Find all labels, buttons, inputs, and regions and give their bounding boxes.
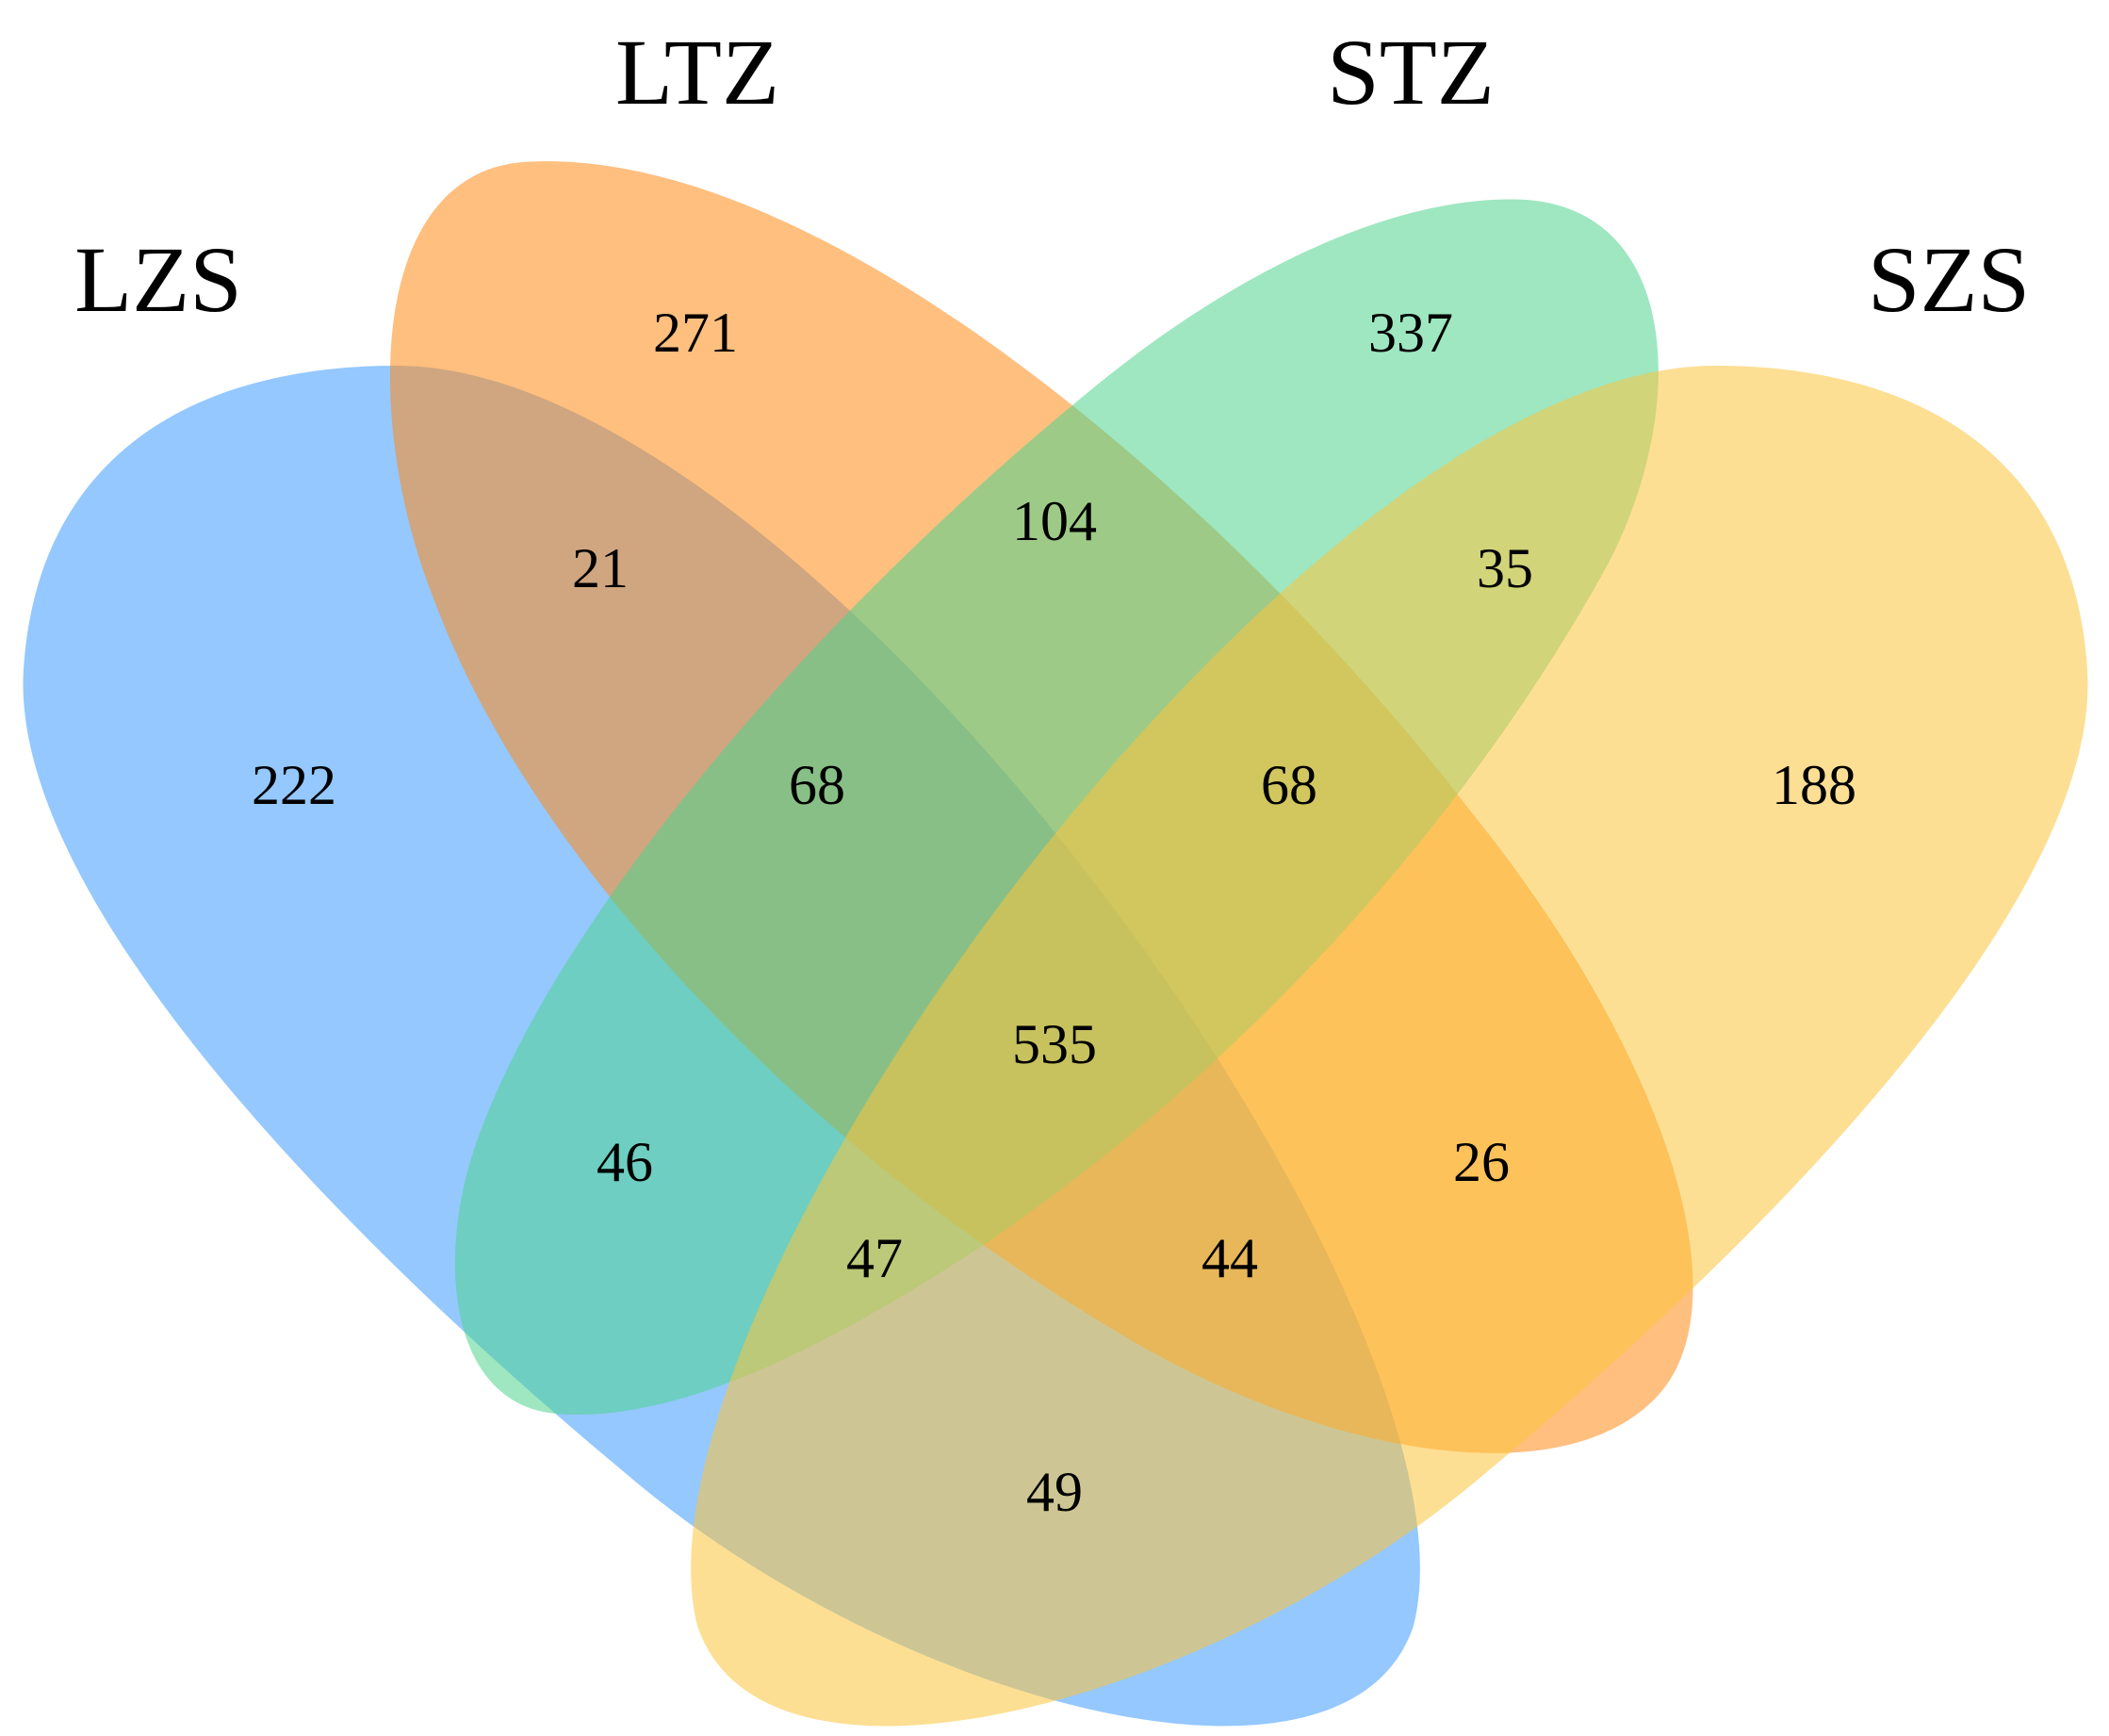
count-ltz-stz-szs: 68: [1261, 754, 1317, 816]
count-lzs-ltz-stz: 68: [789, 754, 845, 816]
count-ltz-szs: 26: [1453, 1131, 1510, 1193]
count-stz-szs: 35: [1477, 537, 1533, 599]
count-lzs-szs: 49: [1026, 1461, 1083, 1523]
set-label-ltz: LTZ: [615, 20, 779, 124]
count-lzs-stz: 46: [597, 1131, 653, 1193]
count-szs-only: 188: [1772, 754, 1856, 816]
count-all-four: 535: [1012, 1013, 1097, 1075]
count-lzs-ltz: 21: [572, 537, 629, 599]
count-stz-only: 337: [1368, 302, 1453, 364]
count-ltz-only: 271: [653, 302, 738, 364]
region-counts: 271 337 104 21 35 222 68 68 188 535 46 2…: [252, 302, 1856, 1523]
set-label-stz: STZ: [1327, 20, 1495, 124]
ellipse-szs: [691, 366, 2088, 1727]
ellipse-stz: [454, 199, 1659, 1415]
set-ellipses: [23, 161, 2088, 1727]
count-lzs-stz-szs: 47: [846, 1227, 903, 1289]
count-ltz-stz: 104: [1012, 490, 1097, 552]
set-label-szs: SZS: [1868, 227, 2030, 332]
count-lzs-ltz-szs: 44: [1202, 1227, 1258, 1289]
set-labels: LZS LTZ STZ SZS: [74, 20, 2030, 332]
set-label-lzs: LZS: [74, 227, 242, 332]
count-lzs-only: 222: [252, 754, 336, 816]
